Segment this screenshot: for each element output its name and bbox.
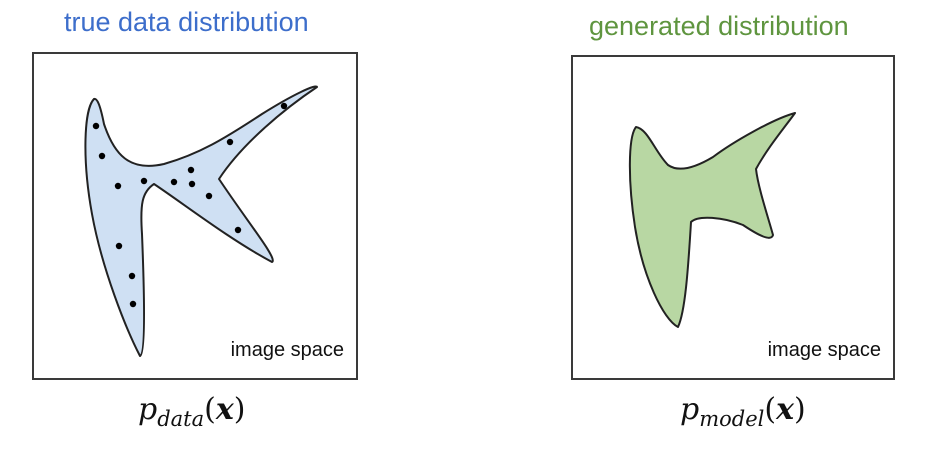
formula-open-paren: (: [764, 392, 777, 427]
formula-argument: (x): [204, 392, 245, 427]
data-sample-point: [140, 177, 148, 185]
generated-distribution-plot: [628, 112, 796, 328]
true-distribution-region: [84, 85, 318, 357]
data-sample-point: [226, 138, 234, 146]
data-sample-point: [128, 272, 136, 280]
formula-subscript: model: [699, 407, 765, 431]
true-distribution-plot: [84, 85, 318, 357]
data-sample-point: [170, 178, 178, 186]
data-sample-point: [188, 180, 196, 188]
data-sample-point: [92, 122, 100, 130]
formula-subscript: data: [157, 407, 205, 431]
formula-open-paren: (: [204, 392, 216, 427]
data-sample-point: [187, 166, 195, 174]
formula-symbol: p: [680, 392, 700, 427]
formula-symbol: p: [138, 392, 158, 427]
formula-close-paren: ): [793, 392, 806, 427]
p-model-formula: pmodel(x): [680, 392, 806, 431]
image-space-label: image space: [230, 339, 344, 361]
p-data-formula: pdata(x): [138, 392, 245, 431]
data-samples: [92, 102, 288, 308]
formula-argument: (x): [764, 392, 805, 427]
true-distribution-panel: image space: [32, 52, 358, 380]
formula-variable: x: [776, 392, 794, 427]
data-sample-point: [234, 226, 242, 234]
formula-close-paren: ): [233, 392, 246, 427]
data-sample-point: [129, 300, 137, 308]
image-space-label: image space: [767, 339, 881, 361]
data-sample-point: [280, 102, 288, 110]
generated-distribution-panel: image space: [571, 55, 895, 380]
formula-variable: x: [215, 392, 234, 427]
true-distribution-title: true data distribution: [64, 7, 309, 37]
data-sample-point: [98, 152, 106, 160]
data-sample-point: [205, 192, 213, 200]
generated-distribution-region: [628, 112, 796, 328]
data-sample-point: [114, 182, 122, 190]
data-sample-point: [115, 242, 123, 250]
generated-distribution-title: generated distribution: [589, 11, 849, 41]
